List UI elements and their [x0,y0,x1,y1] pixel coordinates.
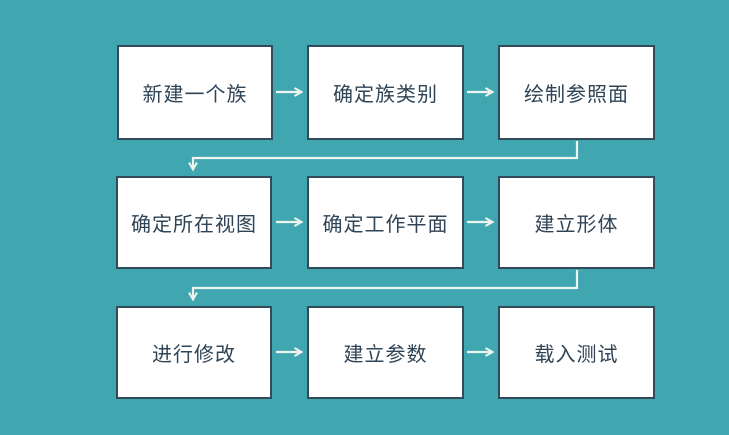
elbow-arrow-form-to-modify [188,270,579,302]
flow-node-family-category: 确定族类别 [307,45,464,140]
flow-node-work-plane: 确定工作平面 [307,176,464,269]
flow-node-load-test: 载入测试 [498,306,655,399]
flow-node-parameters: 建立参数 [307,306,464,399]
flow-node-form: 建立形体 [498,176,655,269]
flow-node-new-family: 新建一个族 [117,45,273,140]
flow-node-view: 确定所在视图 [116,176,272,269]
flow-node-modify: 进行修改 [116,306,272,399]
flow-node-reference-plane: 绘制参照面 [498,45,655,140]
elbow-arrow-reference-plane-to-view [188,141,579,172]
